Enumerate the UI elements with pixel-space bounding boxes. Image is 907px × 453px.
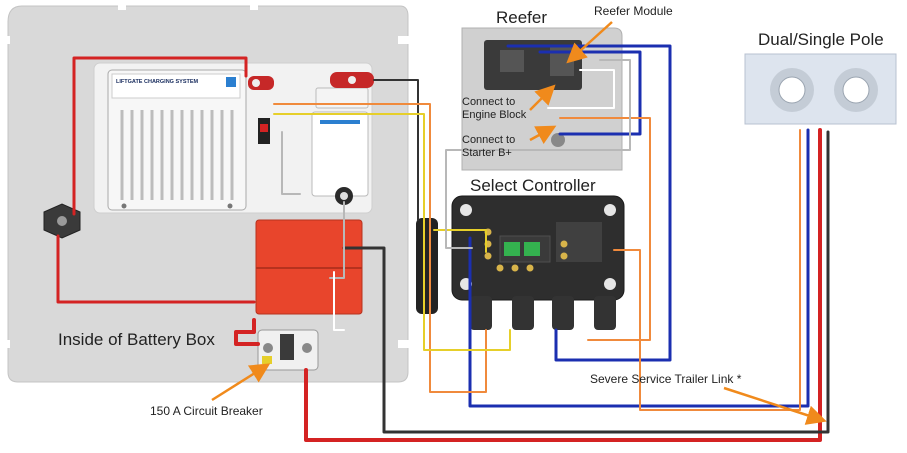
cable-glands — [470, 296, 616, 330]
plug-icon — [744, 53, 897, 125]
trailer-link-arrow — [723, 386, 827, 425]
reefer-module-label: Reefer Module — [594, 4, 673, 18]
reefer-module-arrow — [566, 21, 613, 64]
isolator-module — [311, 111, 369, 197]
charger-icon — [107, 69, 270, 211]
wires — [56, 44, 830, 442]
circuit-breaker-arrow — [211, 363, 271, 402]
reefer-title: Reefer — [496, 8, 548, 27]
circuit-breaker-label: 150 A Circuit Breaker — [150, 404, 263, 418]
battery-box-label: Inside of Battery Box — [58, 330, 215, 349]
starter-arrow — [529, 125, 557, 144]
charger-label: LIFTGATE CHARGING SYSTEM — [116, 79, 199, 85]
connect-starter-label: Connect to Starter B+ — [462, 134, 515, 160]
inline-fuse — [416, 218, 438, 314]
connect-starter-line2: Starter B+ — [462, 147, 512, 159]
connect-engine-label: Connect to Engine Block — [462, 96, 526, 122]
connect-engine-line1: Connect to — [462, 96, 516, 108]
connect-starter-line1: Connect to — [462, 134, 516, 146]
engine-block-arrow — [529, 84, 556, 111]
trailer-link-label: Severe Service Trailer Link * — [590, 372, 742, 386]
select-controller-label: Select Controller — [470, 176, 596, 195]
connect-engine-line2: Engine Block — [462, 109, 527, 121]
circuit-breaker-icon — [257, 329, 319, 371]
fuse-holder-icon — [248, 72, 374, 90]
dual-single-pole-label: Dual/Single Pole — [758, 30, 884, 49]
battery-icon — [255, 219, 363, 315]
select-controller — [451, 195, 625, 301]
